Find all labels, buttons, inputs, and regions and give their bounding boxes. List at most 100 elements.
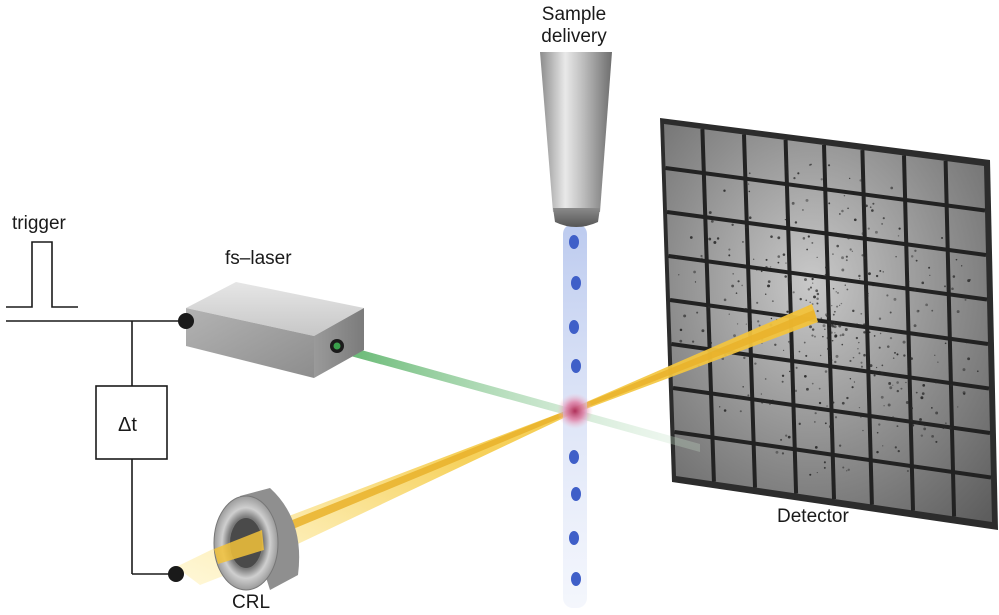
- diffraction-spot: [807, 288, 811, 291]
- diffraction-spot: [896, 381, 899, 384]
- diffraction-spot: [843, 194, 846, 197]
- diffraction-spot: [804, 374, 807, 378]
- diffraction-spot: [811, 328, 815, 331]
- diffraction-spot: [852, 356, 855, 359]
- diffraction-spot: [787, 340, 790, 343]
- diffraction-spot: [806, 387, 809, 391]
- diffraction-spot: [928, 266, 931, 269]
- diffraction-spot: [736, 323, 739, 325]
- diffraction-spot: [832, 287, 835, 290]
- detector-gap: [742, 134, 757, 488]
- diffraction-spot: [785, 163, 788, 166]
- diffraction-spot: [922, 384, 926, 387]
- diffraction-spot: [836, 244, 840, 248]
- diffraction-spot: [805, 198, 809, 202]
- diffraction-spot: [835, 232, 837, 235]
- detector-gap: [902, 155, 915, 511]
- diffraction-spot: [807, 235, 810, 238]
- diffraction-spot: [863, 353, 866, 357]
- diffraction-spot: [765, 258, 768, 261]
- diffraction-spot: [831, 339, 834, 342]
- diffraction-spot: [707, 319, 710, 322]
- diffraction-spot: [942, 427, 945, 429]
- diffraction-spot: [758, 324, 761, 327]
- sample-label-line1: Sample: [541, 4, 607, 25]
- diffraction-spot: [811, 334, 814, 337]
- diffraction-spot: [834, 360, 837, 364]
- diffraction-spot: [782, 227, 784, 230]
- diffraction-spot: [964, 298, 967, 301]
- diffraction-spot: [760, 393, 763, 395]
- diffraction-spot: [700, 254, 703, 258]
- sample-droplet: [571, 359, 581, 373]
- diffraction-spot: [897, 235, 900, 237]
- diffraction-spot: [764, 293, 767, 295]
- diffraction-spot: [913, 288, 917, 291]
- diffraction-spot: [708, 237, 712, 241]
- diffraction-spot: [781, 374, 785, 377]
- diffraction-spot: [741, 284, 744, 287]
- diffraction-spot: [914, 466, 917, 469]
- diffraction-spot: [841, 256, 844, 260]
- diffraction-spot: [889, 386, 893, 390]
- diffraction-spot: [876, 450, 879, 454]
- diffraction-spot: [816, 297, 819, 301]
- diffraction-spot: [756, 301, 759, 304]
- diffraction-spot: [805, 354, 808, 357]
- diffraction-spot: [841, 333, 845, 337]
- diffraction-spot: [915, 421, 919, 425]
- diffraction-spot: [769, 266, 772, 268]
- diffraction-spot: [745, 226, 748, 229]
- diffraction-spot: [835, 278, 839, 282]
- diffraction-spot: [785, 262, 787, 264]
- laser-front: [186, 308, 314, 378]
- detector: [660, 118, 998, 530]
- diffraction-spot: [757, 320, 760, 323]
- diffraction-spot: [866, 294, 869, 297]
- diffraction-spot: [878, 370, 881, 373]
- diffraction-spot: [748, 216, 752, 219]
- diffraction-spot: [934, 354, 936, 357]
- diffraction-spot: [831, 320, 834, 323]
- diffraction-spot: [826, 336, 830, 340]
- diffraction-spot: [917, 333, 920, 336]
- diffraction-spot: [816, 471, 818, 474]
- crl-label: CRL: [232, 592, 271, 613]
- diffraction-spot: [770, 235, 773, 238]
- diffraction-spot: [851, 386, 854, 389]
- diffraction-spot: [853, 218, 857, 222]
- diffraction-spot: [892, 357, 895, 360]
- diffraction-spot: [945, 422, 947, 424]
- diffraction-spot: [683, 314, 687, 318]
- diffraction-spot: [820, 317, 823, 320]
- diffraction-spot: [828, 425, 832, 429]
- diffraction-spot: [929, 274, 931, 277]
- diffraction-spot: [747, 183, 750, 185]
- diffraction-spot: [830, 331, 833, 334]
- diffraction-spot: [851, 250, 854, 252]
- diffraction-spot: [764, 378, 767, 380]
- diffraction-spot: [896, 425, 899, 428]
- sample-droplet: [571, 276, 581, 290]
- diffraction-spot: [798, 350, 801, 353]
- diffraction-spot: [935, 440, 938, 443]
- diffraction-spot: [827, 347, 830, 351]
- diffraction-spot: [858, 274, 861, 278]
- diffraction-spot: [919, 418, 922, 421]
- diffraction-spot: [723, 189, 726, 192]
- diffraction-spot: [862, 429, 864, 432]
- diffraction-spot: [802, 209, 804, 211]
- diffraction-spot: [941, 237, 943, 239]
- diffraction-spot: [840, 302, 843, 305]
- diffraction-spot: [719, 406, 721, 408]
- diffraction-spot: [782, 349, 785, 352]
- diffraction-spot: [803, 341, 806, 344]
- diffraction-spot: [896, 389, 900, 393]
- diffraction-spot: [754, 362, 757, 365]
- diffraction-spot: [915, 259, 918, 262]
- diffraction-spot: [875, 274, 879, 278]
- sample-delivery: [540, 52, 612, 608]
- diffraction-spot: [785, 434, 788, 437]
- diffraction-spot: [777, 255, 781, 258]
